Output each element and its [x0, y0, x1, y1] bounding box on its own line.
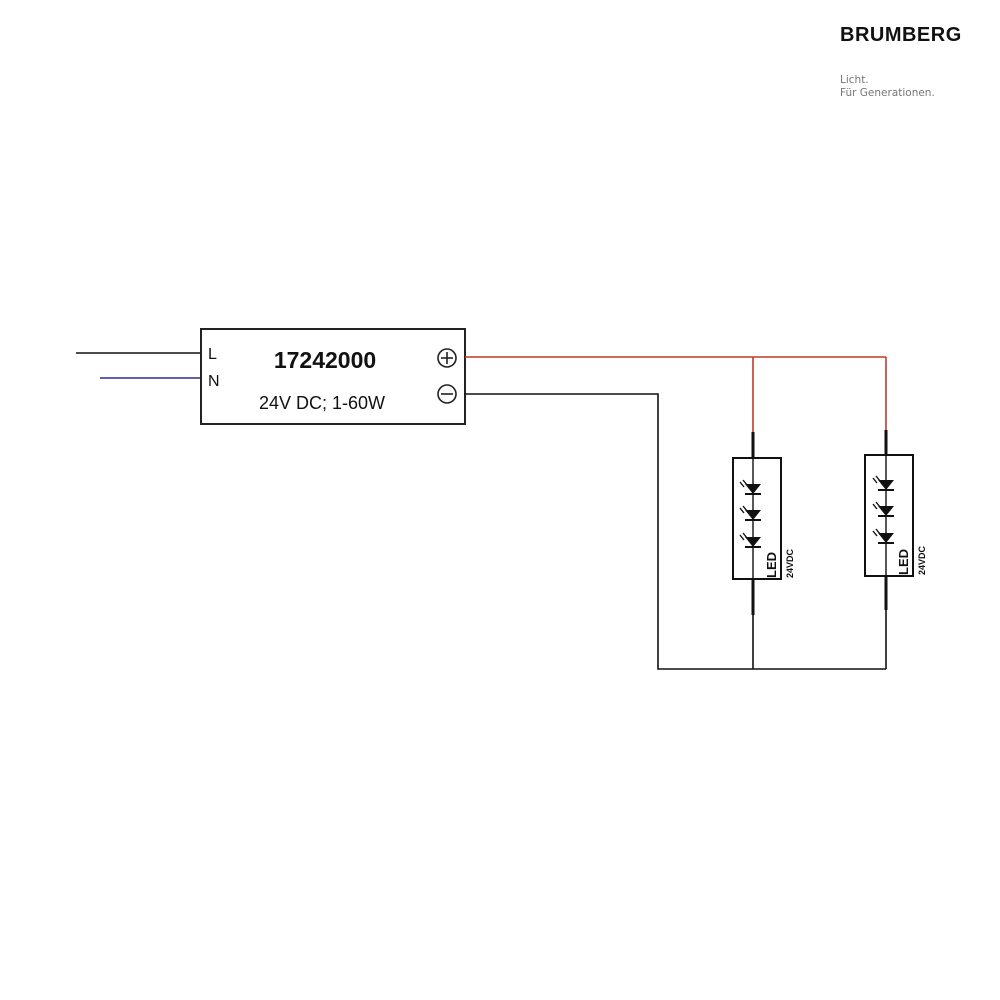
brand-tagline-2: Für Generationen. [840, 87, 935, 99]
input-label-n: N [208, 373, 220, 390]
led-module-2: LED 24VDC [864, 430, 927, 610]
led-module-1: LED 24VDC [732, 432, 795, 615]
led-voltage: 24VDC [785, 548, 795, 578]
positive-terminal-icon [437, 348, 457, 368]
led-diode-icon [739, 479, 761, 495]
negative-bus [465, 393, 886, 670]
led-diode-icon [739, 532, 761, 548]
driver-model: 17242000 [274, 347, 376, 373]
driver-spec: 24V DC; 1-60W [259, 393, 385, 413]
brand-logo: BRUMBERG Licht. Für Generationen. [840, 24, 990, 100]
driver-box [200, 328, 466, 425]
negative-terminal-icon [437, 384, 457, 404]
led-diode-icon [872, 501, 894, 517]
led-diode-icon [872, 528, 894, 544]
led-voltage: 24VDC [917, 545, 927, 575]
led-label: LED [896, 549, 911, 575]
brand-tagline-1: Licht. [840, 74, 869, 86]
led-diode-icon [872, 475, 894, 491]
led-label: LED [764, 552, 779, 578]
input-label-l: L [208, 346, 217, 363]
led-diode-icon [739, 505, 761, 521]
brand-name: BRUMBERG [840, 24, 962, 46]
